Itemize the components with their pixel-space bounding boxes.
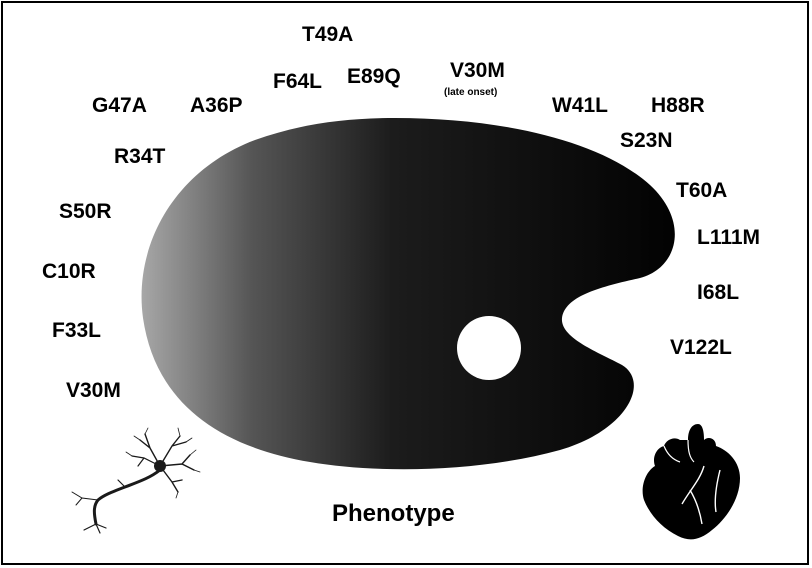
mutation-t60a: T60A [676,179,728,202]
mutation-v30m: V30M [66,379,121,402]
phenotype-palette [141,118,675,470]
mutation-s23n: S23N [620,129,673,152]
mutation-l111m: L111M [697,226,761,249]
phenotype-label: Phenotype [332,500,455,527]
mutation-i68l: I68L [697,281,740,304]
mutation-e89q: E89Q [347,65,401,88]
mutation-c10r: C10R [42,260,96,283]
mutation-a36p: A36P [190,94,243,117]
mutation-f33l: F33L [52,319,102,342]
mutation-f64l: F64L [273,70,323,93]
mutation-w41l: W41L [552,94,609,117]
neuron-soma [154,460,166,472]
neuron-icon [71,427,201,534]
mutation-h88r: H88R [651,94,705,117]
heart-icon [642,424,740,540]
mutation-v122l: V122L [670,336,732,359]
mutation-t49a: T49A [302,23,354,46]
mutation-v30m-late-note: (late onset) [444,87,498,98]
mutation-v30m-late: V30M [450,59,505,82]
mutation-r34t: R34T [114,145,166,168]
mutation-g47a: G47A [92,94,147,117]
mutation-s50r: S50R [59,200,112,223]
palette-thumb-hole [457,316,521,380]
